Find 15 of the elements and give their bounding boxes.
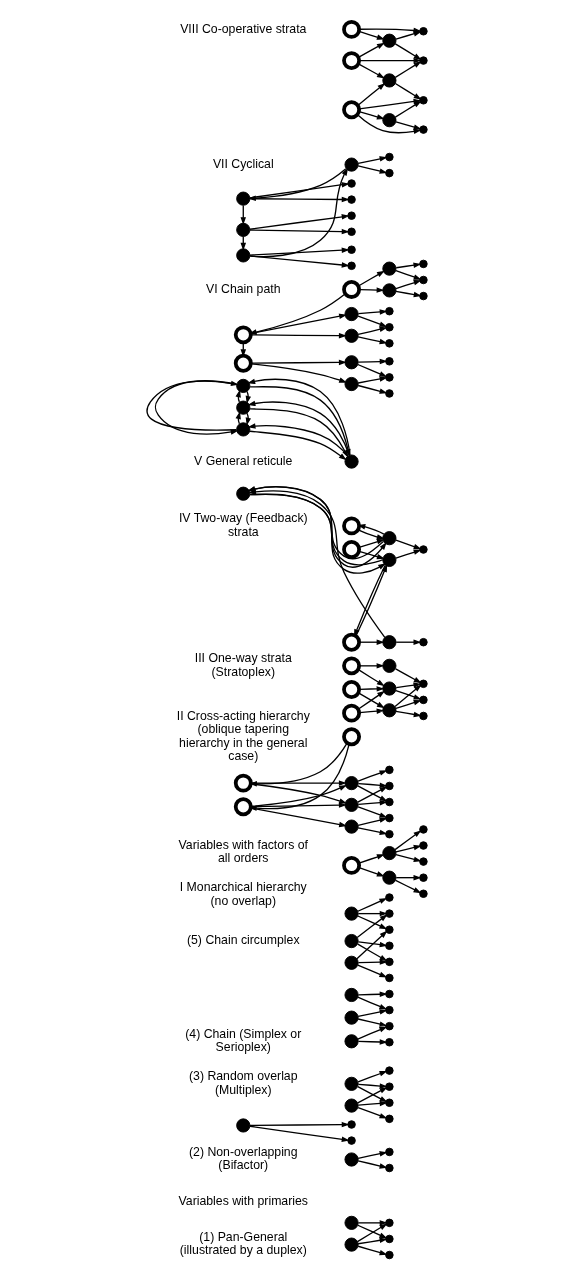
label: I Monarchical hierarchy (no overlap) bbox=[179, 880, 307, 908]
label: (5) Chain circumplex bbox=[186, 933, 300, 948]
label: VIII Co-operative strata bbox=[180, 21, 307, 36]
label: Variables with factors of all orders bbox=[178, 837, 309, 865]
label: Variables with primaries bbox=[178, 1194, 308, 1209]
label: (4) Chain (Simplex or Serioplex) bbox=[185, 1026, 302, 1055]
label: VI Chain path bbox=[206, 281, 281, 296]
label: V General reticule bbox=[194, 453, 293, 468]
label: IV Two-way (Feedback) strata bbox=[178, 511, 308, 539]
label: (1) Pan-General (illustrated by a duplex) bbox=[179, 1230, 307, 1258]
label: (2) Non-overlapping (Bifactor) bbox=[189, 1145, 298, 1173]
label: II Cross-acting hierarchy (oblique tapering hierarchy in the general case) bbox=[176, 709, 310, 763]
label: III One-way strata (Stratoplex) bbox=[194, 651, 292, 679]
label: VII Cyclical bbox=[212, 156, 274, 171]
label: (3) Random overlap (Multiplex) bbox=[189, 1069, 298, 1097]
